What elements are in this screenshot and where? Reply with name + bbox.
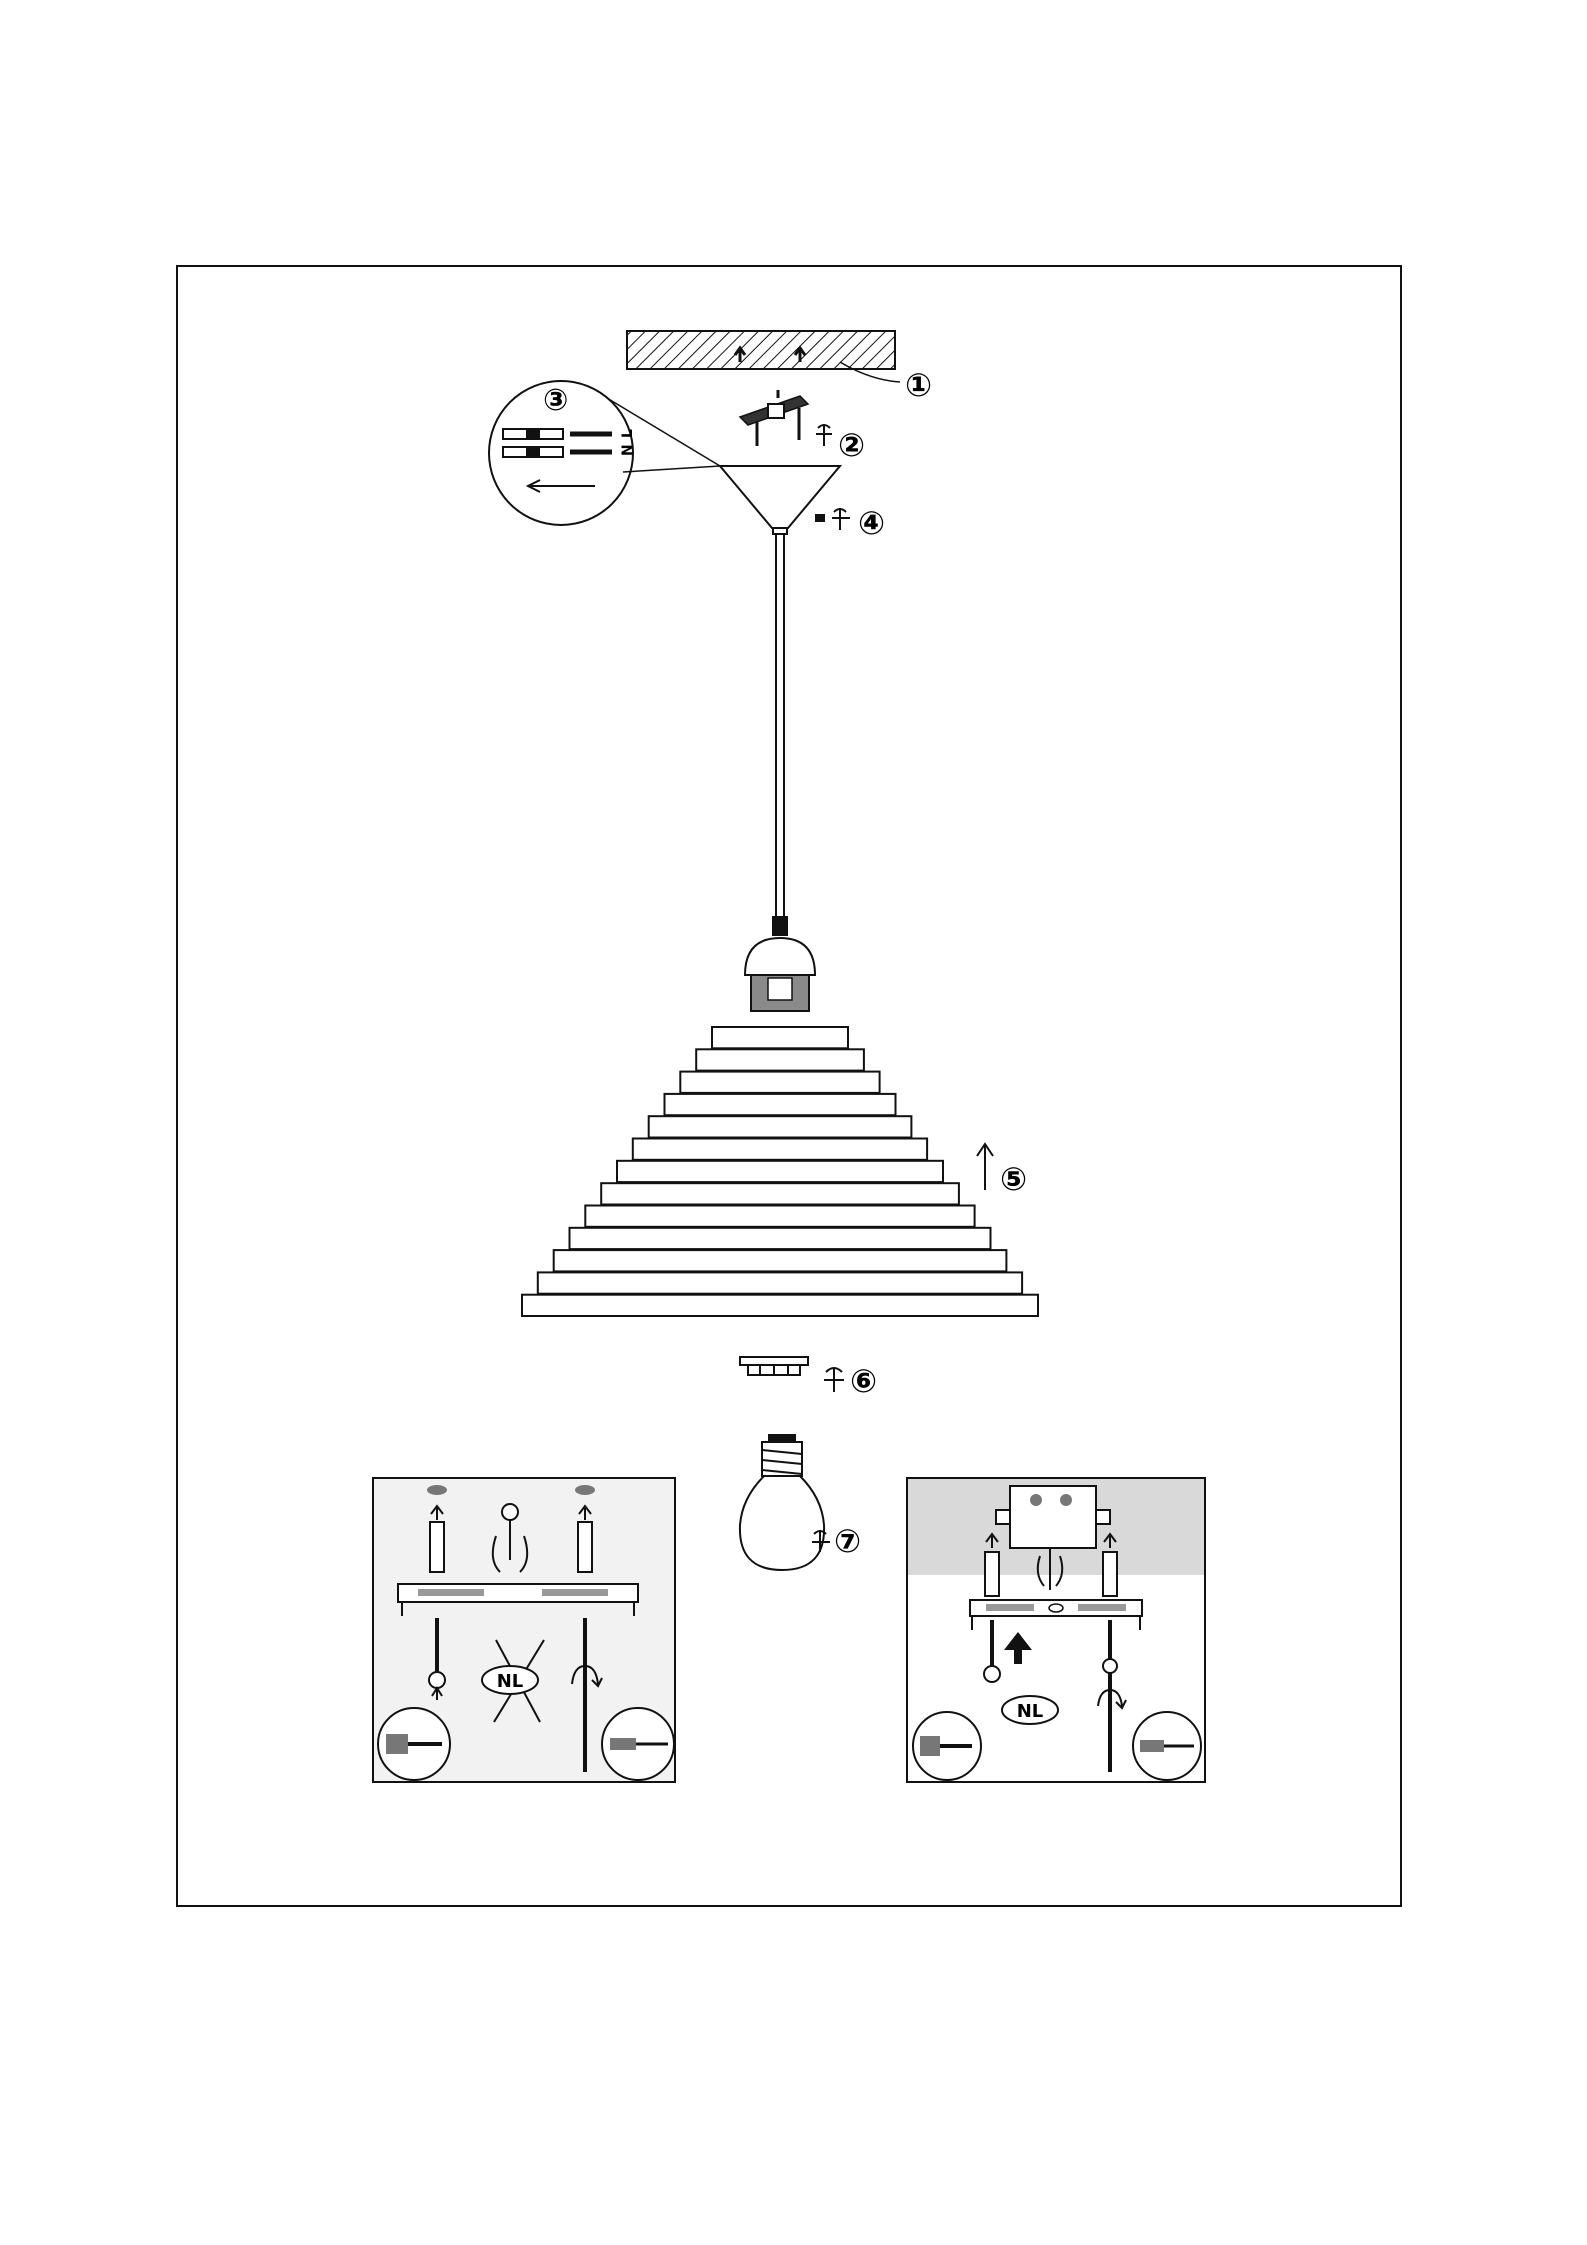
- mounting-inset-left: [373, 1478, 675, 1782]
- step-3-label: ③: [543, 383, 568, 418]
- inset-left-badge: NL: [497, 1671, 524, 1692]
- wire-neutral-label: N: [620, 444, 636, 456]
- wiring-detail-callout: [489, 381, 720, 525]
- lamp-shade: [522, 1027, 1038, 1316]
- shade-tier: [554, 1250, 1007, 1271]
- rotate-ring-icon: [824, 1368, 844, 1392]
- shade-tier: [570, 1228, 991, 1249]
- rotate-screw-icon: [816, 424, 832, 446]
- step-4-label: ④: [858, 504, 885, 542]
- shade-tier: [649, 1116, 912, 1137]
- shade-ring: [740, 1357, 808, 1375]
- shade-tier: [585, 1206, 974, 1227]
- ceiling-canopy: [720, 466, 840, 534]
- mounting-bracket: [740, 390, 808, 446]
- up-arrow-icon: [977, 1144, 993, 1190]
- shade-tier: [601, 1183, 959, 1204]
- shade-tier: [680, 1072, 879, 1093]
- suspension-cord: [772, 534, 788, 936]
- wire-live-label: L: [620, 429, 636, 438]
- step-5-label: ⑤: [1000, 1160, 1027, 1198]
- lamp-holder: [745, 938, 815, 1011]
- shade-tier: [538, 1272, 1022, 1293]
- inset-right-badge: NL: [1017, 1701, 1044, 1722]
- mounting-inset-right: [907, 1478, 1205, 1782]
- step-1-label: ①: [905, 366, 932, 404]
- shade-tier: [696, 1049, 864, 1070]
- shade-tier: [617, 1161, 943, 1182]
- light-bulb: [740, 1434, 824, 1570]
- step-7-label: ⑦: [834, 1522, 861, 1560]
- shade-tier: [522, 1295, 1038, 1316]
- shade-tier: [665, 1094, 896, 1115]
- step-6-label: ⑥: [850, 1362, 877, 1400]
- canopy-screw-icon: [815, 508, 850, 530]
- shade-tier: [633, 1139, 927, 1160]
- step-2-label: ②: [838, 426, 865, 464]
- shade-tier: [712, 1027, 848, 1048]
- ceiling-slab: [627, 331, 900, 382]
